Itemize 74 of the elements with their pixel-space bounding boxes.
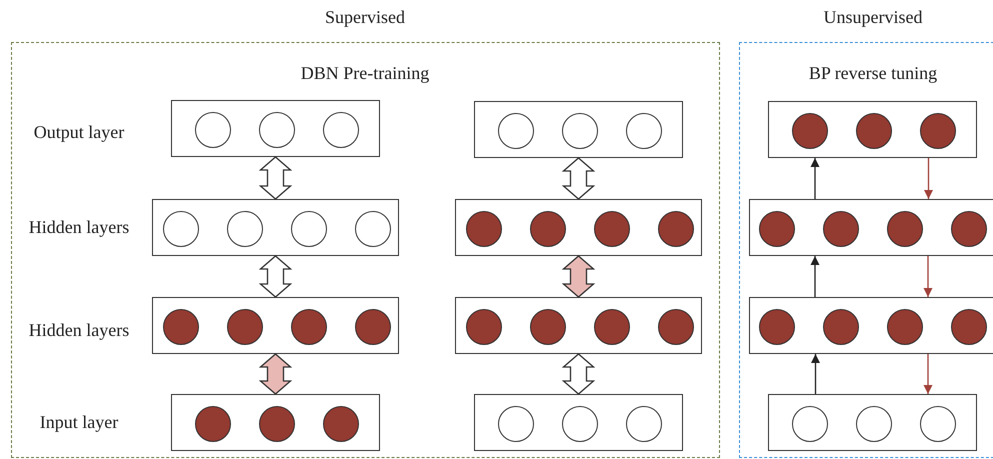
neuron-circle	[194, 406, 230, 442]
layer-box	[455, 199, 702, 256]
neuron-circle	[162, 210, 198, 246]
neuron-circle	[530, 210, 566, 246]
neuron-circle	[792, 112, 828, 148]
neuron-circle	[498, 406, 534, 442]
neuron-circle	[466, 308, 502, 344]
neuron-circle	[498, 112, 534, 148]
layer-box	[768, 101, 977, 158]
arrow	[810, 158, 820, 199]
neuron-circle	[258, 112, 294, 148]
neuron-circle	[951, 308, 987, 344]
neuron-circle	[823, 210, 859, 246]
neuron-circle	[920, 112, 956, 148]
neuron-circle	[258, 406, 294, 442]
neuron-circle	[322, 112, 358, 148]
layer-box	[152, 297, 399, 354]
neuron-circle	[290, 210, 326, 246]
neuron-circle	[887, 210, 923, 246]
neuron-circle	[322, 406, 358, 442]
layer-label: Hidden layers	[28, 216, 130, 238]
double-arrow	[562, 353, 596, 395]
neuron-circle	[920, 406, 956, 442]
neuron-circle	[562, 112, 598, 148]
neuron-circle	[162, 308, 198, 344]
neuron-circle	[887, 308, 923, 344]
layer-box	[455, 297, 702, 354]
layer-box	[768, 394, 977, 451]
neuron-circle	[226, 308, 262, 344]
layer-box	[171, 100, 380, 157]
neuron-circle	[226, 210, 262, 246]
neuron-circle	[354, 210, 390, 246]
neuron-circle	[562, 406, 598, 442]
neuron-circle	[194, 112, 230, 148]
neuron-circle	[354, 308, 390, 344]
group-title: BP reverse tuning	[808, 62, 938, 84]
neuron-circle	[759, 308, 795, 344]
group-heading: Supervised	[325, 6, 405, 28]
neuron-circle	[823, 308, 859, 344]
neuron-circle	[290, 308, 326, 344]
double-arrow	[258, 353, 292, 395]
layer-box	[474, 394, 683, 451]
layer-box	[749, 199, 993, 256]
arrow	[810, 256, 820, 297]
neuron-circle	[856, 406, 892, 442]
neuron-circle	[626, 406, 662, 442]
neuron-circle	[594, 308, 630, 344]
layer-label: Hidden layers	[28, 319, 130, 341]
arrow	[924, 158, 934, 199]
layer-box	[171, 394, 380, 451]
neuron-circle	[856, 112, 892, 148]
double-arrow	[258, 255, 292, 298]
neuron-circle	[951, 210, 987, 246]
neuron-circle	[658, 308, 694, 344]
neuron-circle	[658, 210, 694, 246]
layer-label: Input layer	[40, 411, 118, 433]
layer-label: Output layer	[34, 121, 124, 143]
neuron-circle	[466, 210, 502, 246]
group-heading: Unsupervised	[824, 6, 922, 28]
neuron-circle	[530, 308, 566, 344]
arrow	[810, 354, 820, 394]
neuron-circle	[792, 406, 828, 442]
double-arrow	[258, 156, 292, 200]
double-arrow	[562, 255, 596, 298]
neuron-circle	[594, 210, 630, 246]
neuron-circle	[759, 210, 795, 246]
neuron-circle	[626, 112, 662, 148]
layer-box	[749, 297, 993, 354]
layer-box	[474, 101, 683, 158]
group-title: DBN Pre-training	[300, 62, 430, 84]
arrow	[923, 256, 933, 297]
arrow	[923, 354, 933, 394]
double-arrow	[562, 157, 596, 200]
layer-box	[152, 199, 399, 256]
